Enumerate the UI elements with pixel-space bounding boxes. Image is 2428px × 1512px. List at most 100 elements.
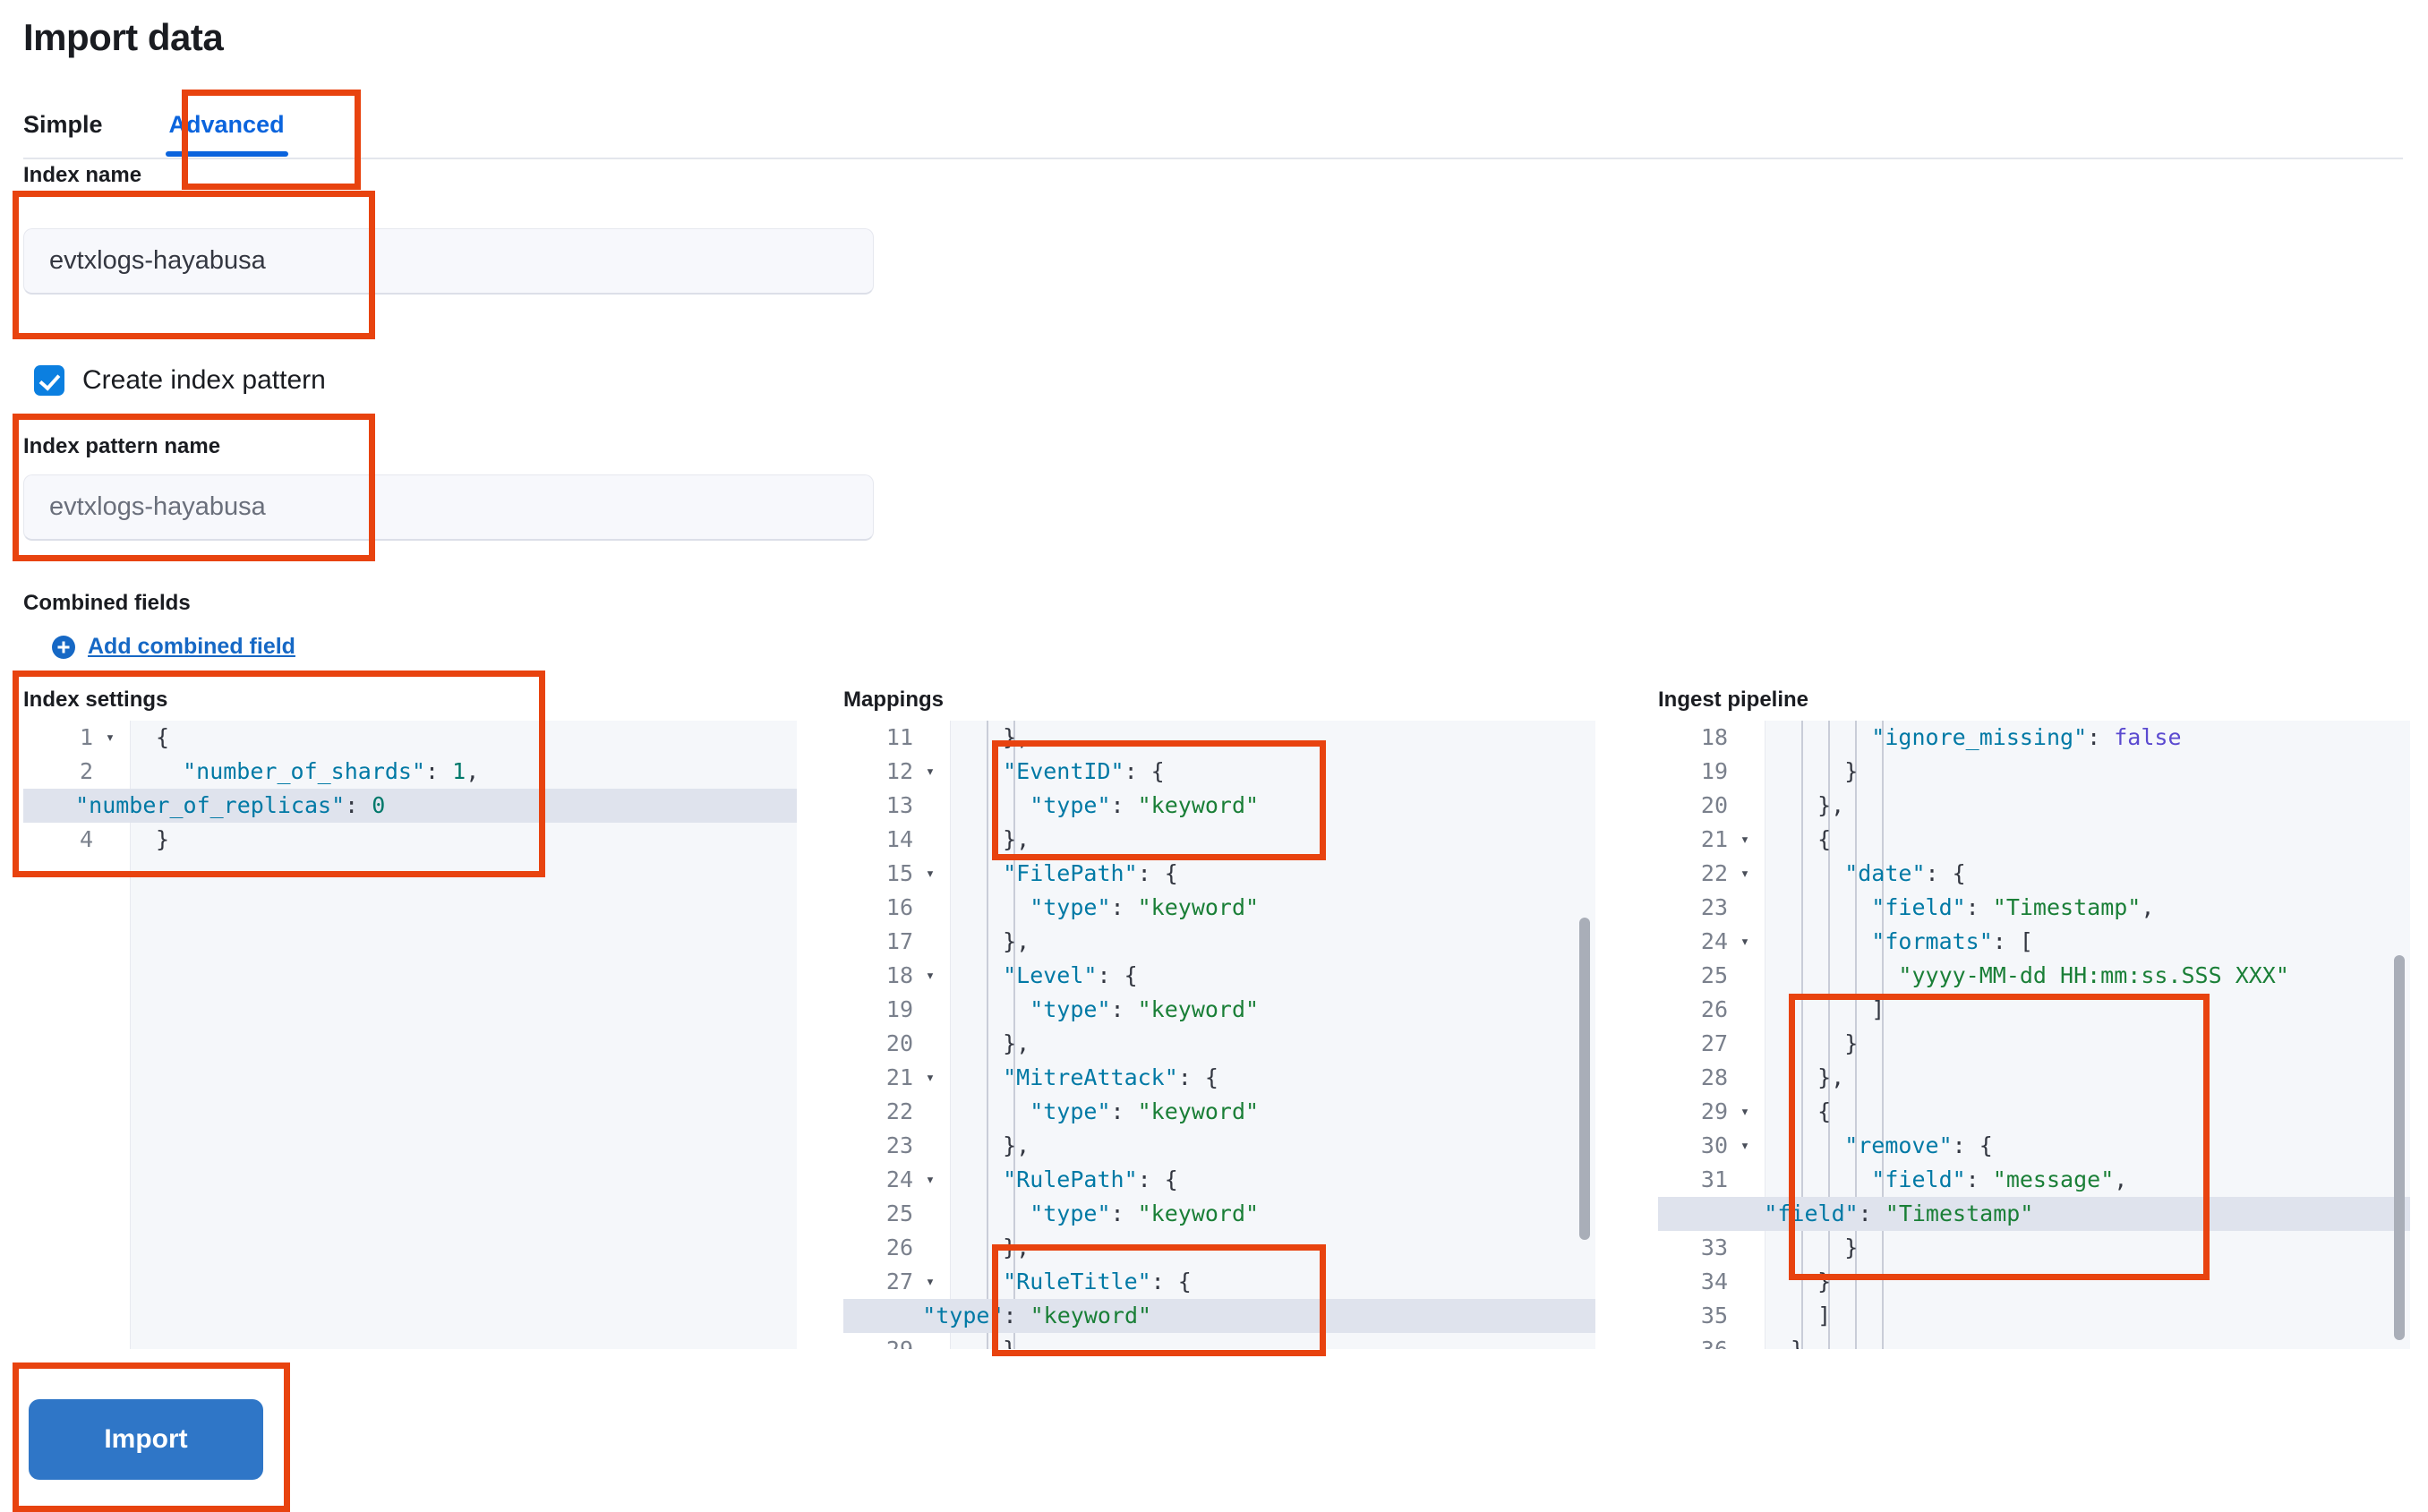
code-line[interactable]: 33 } — [1701, 1231, 2410, 1265]
code-line[interactable]: 22 "type": "keyword" — [886, 1095, 1595, 1129]
add-combined-field-button[interactable]: Add combined field — [52, 634, 295, 660]
fold-caret-icon[interactable]: ▾ — [925, 967, 936, 985]
index-name-input[interactable]: evtxlogs-hayabusa — [23, 228, 874, 295]
fold-caret-icon[interactable]: ▾ — [1740, 933, 1750, 951]
code-line[interactable]: 23 "field": "Timestamp", — [1701, 891, 2410, 925]
index-name-label: Index name — [23, 163, 142, 187]
code-line[interactable]: 26 }, — [886, 1231, 1595, 1265]
code-line[interactable]: 28 "type": "keyword" — [843, 1299, 1595, 1333]
line-number: 18 — [885, 962, 913, 988]
code-text: { — [1791, 1098, 1832, 1124]
code-line[interactable]: 27▾ "RuleTitle": { — [886, 1265, 1595, 1299]
line-number: 26 — [1700, 996, 1728, 1022]
code-line[interactable]: 25 "yyyy-MM-dd HH:mm:ss.SSS XXX" — [1701, 959, 2410, 993]
code-line[interactable]: 35 ] — [1701, 1299, 2410, 1333]
code-line[interactable]: 19 "type": "keyword" — [886, 993, 1595, 1027]
mappings-editor[interactable]: 11 },12▾ "EventID": {13 "type": "keyword… — [843, 721, 1595, 1349]
tab-advanced[interactable]: Advanced — [146, 113, 308, 157]
code-line[interactable]: 11 }, — [886, 721, 1595, 755]
fold-caret-icon[interactable]: ▾ — [925, 763, 936, 781]
page-title: Import data — [23, 16, 224, 58]
code-line[interactable]: 34 } — [1701, 1265, 2410, 1299]
code-line[interactable]: 32 "field": "Timestamp" — [1658, 1197, 2410, 1231]
code-text: } — [1791, 758, 1859, 784]
fold-caret-icon[interactable]: ▾ — [105, 729, 115, 747]
index-settings-code[interactable]: 1▾{2 "number_of_shards": 1,3 "number_of_… — [23, 721, 797, 1349]
line-number: 17 — [885, 928, 913, 954]
line-number: 20 — [1700, 792, 1728, 818]
fold-caret-icon[interactable]: ▾ — [1740, 1137, 1750, 1155]
code-line[interactable]: 12▾ "EventID": { — [886, 755, 1595, 789]
create-index-pattern-checkbox-row[interactable]: Create index pattern — [34, 365, 326, 396]
code-text: ] — [1791, 1303, 1832, 1328]
indent-guide — [1801, 721, 1803, 1349]
code-text: } — [1791, 1333, 1804, 1349]
code-line[interactable]: 18 ▾ "Level": { — [886, 959, 1595, 993]
fold-caret-icon[interactable]: ▾ — [925, 1273, 936, 1291]
tab-simple[interactable]: Simple — [23, 111, 103, 138]
code-line[interactable]: 4} — [80, 823, 797, 857]
code-text: { — [1791, 826, 1832, 852]
code-line[interactable]: 24▾ "RulePath": { — [886, 1163, 1595, 1197]
code-line[interactable]: 24▾ "formats": [ — [1701, 925, 2410, 959]
code-line[interactable]: 1▾{ — [80, 721, 797, 755]
code-text: }, — [976, 1030, 1030, 1056]
code-line[interactable]: 23 }, — [886, 1129, 1595, 1163]
code-line[interactable]: 21▾ { — [1701, 823, 2410, 857]
code-line[interactable]: 25 "type": "keyword" — [886, 1197, 1595, 1231]
index-settings-editor[interactable]: 1▾{2 "number_of_shards": 1,3 "number_of_… — [23, 721, 797, 1349]
line-number: 34 — [1700, 1269, 1728, 1294]
code-line[interactable]: 22▾ "date": { — [1701, 857, 2410, 891]
code-line[interactable]: 18 "ignore_missing": false — [1701, 721, 2410, 755]
code-text: "Level": { — [976, 962, 1138, 988]
line-number: 31 — [1700, 1166, 1728, 1192]
code-line[interactable]: 17 }, — [886, 925, 1595, 959]
create-index-pattern-label: Create index pattern — [82, 365, 326, 395]
code-line[interactable]: 20 }, — [886, 1027, 1595, 1061]
code-text: "field": "message", — [1791, 1166, 2128, 1192]
index-pattern-name-label: Index pattern name — [23, 434, 221, 458]
code-line[interactable]: 20 }, — [1701, 789, 2410, 823]
code-line[interactable]: 36} — [1701, 1333, 2410, 1349]
code-line[interactable]: 3 "number_of_replicas": 0 — [23, 789, 797, 823]
code-text: "MitreAttack": { — [976, 1064, 1218, 1090]
code-line[interactable]: 16 "type": "keyword" — [886, 891, 1595, 925]
line-number: 26 — [885, 1234, 913, 1260]
fold-caret-icon[interactable]: ▾ — [925, 1171, 936, 1189]
create-index-pattern-checkbox[interactable] — [34, 365, 64, 396]
code-text: "EventID": { — [976, 758, 1165, 784]
index-pattern-name-input[interactable]: evtxlogs-hayabusa — [23, 474, 874, 541]
code-line[interactable]: 19 } — [1701, 755, 2410, 789]
code-text: "type": "keyword" — [976, 996, 1260, 1022]
code-text: "FilePath": { — [976, 860, 1178, 886]
fold-caret-icon[interactable]: ▾ — [925, 1069, 936, 1087]
code-line[interactable]: 14 }, — [886, 823, 1595, 857]
mappings-code[interactable]: 11 },12▾ "EventID": {13 "type": "keyword… — [843, 721, 1595, 1349]
code-line[interactable]: 21▾ "MitreAttack": { — [886, 1061, 1595, 1095]
code-line[interactable]: 30▾ "remove": { — [1701, 1129, 2410, 1163]
code-line[interactable]: 27 } — [1701, 1027, 2410, 1061]
code-line[interactable]: 2 "number_of_shards": 1, — [80, 755, 797, 789]
fold-caret-icon[interactable]: ▾ — [925, 865, 936, 883]
code-text: }, — [976, 1132, 1030, 1158]
fold-caret-icon[interactable]: ▾ — [1740, 1103, 1750, 1121]
import-button[interactable]: Import — [29, 1399, 263, 1480]
code-line[interactable]: 29▾ { — [1701, 1095, 2410, 1129]
code-line[interactable]: 26 ] — [1701, 993, 2410, 1027]
code-text: ] — [1791, 996, 1885, 1022]
code-text: "field": "Timestamp", — [1791, 894, 2155, 920]
mappings-scrollbar[interactable] — [1579, 918, 1590, 1240]
code-line[interactable]: 28 }, — [1701, 1061, 2410, 1095]
code-line[interactable]: 29 }, — [886, 1333, 1595, 1349]
code-line[interactable]: 31 "field": "message", — [1701, 1163, 2410, 1197]
fold-caret-icon[interactable]: ▾ — [1740, 831, 1750, 849]
fold-caret-icon[interactable]: ▾ — [1740, 865, 1750, 883]
ingest-pipeline-scrollbar[interactable] — [2394, 955, 2405, 1340]
code-text: "type": "keyword" — [976, 792, 1260, 818]
code-line[interactable]: 15▾ "FilePath": { — [886, 857, 1595, 891]
combined-fields-label: Combined fields — [23, 591, 191, 615]
line-number: 13 — [885, 792, 913, 818]
code-line[interactable]: 13 "type": "keyword" — [886, 789, 1595, 823]
